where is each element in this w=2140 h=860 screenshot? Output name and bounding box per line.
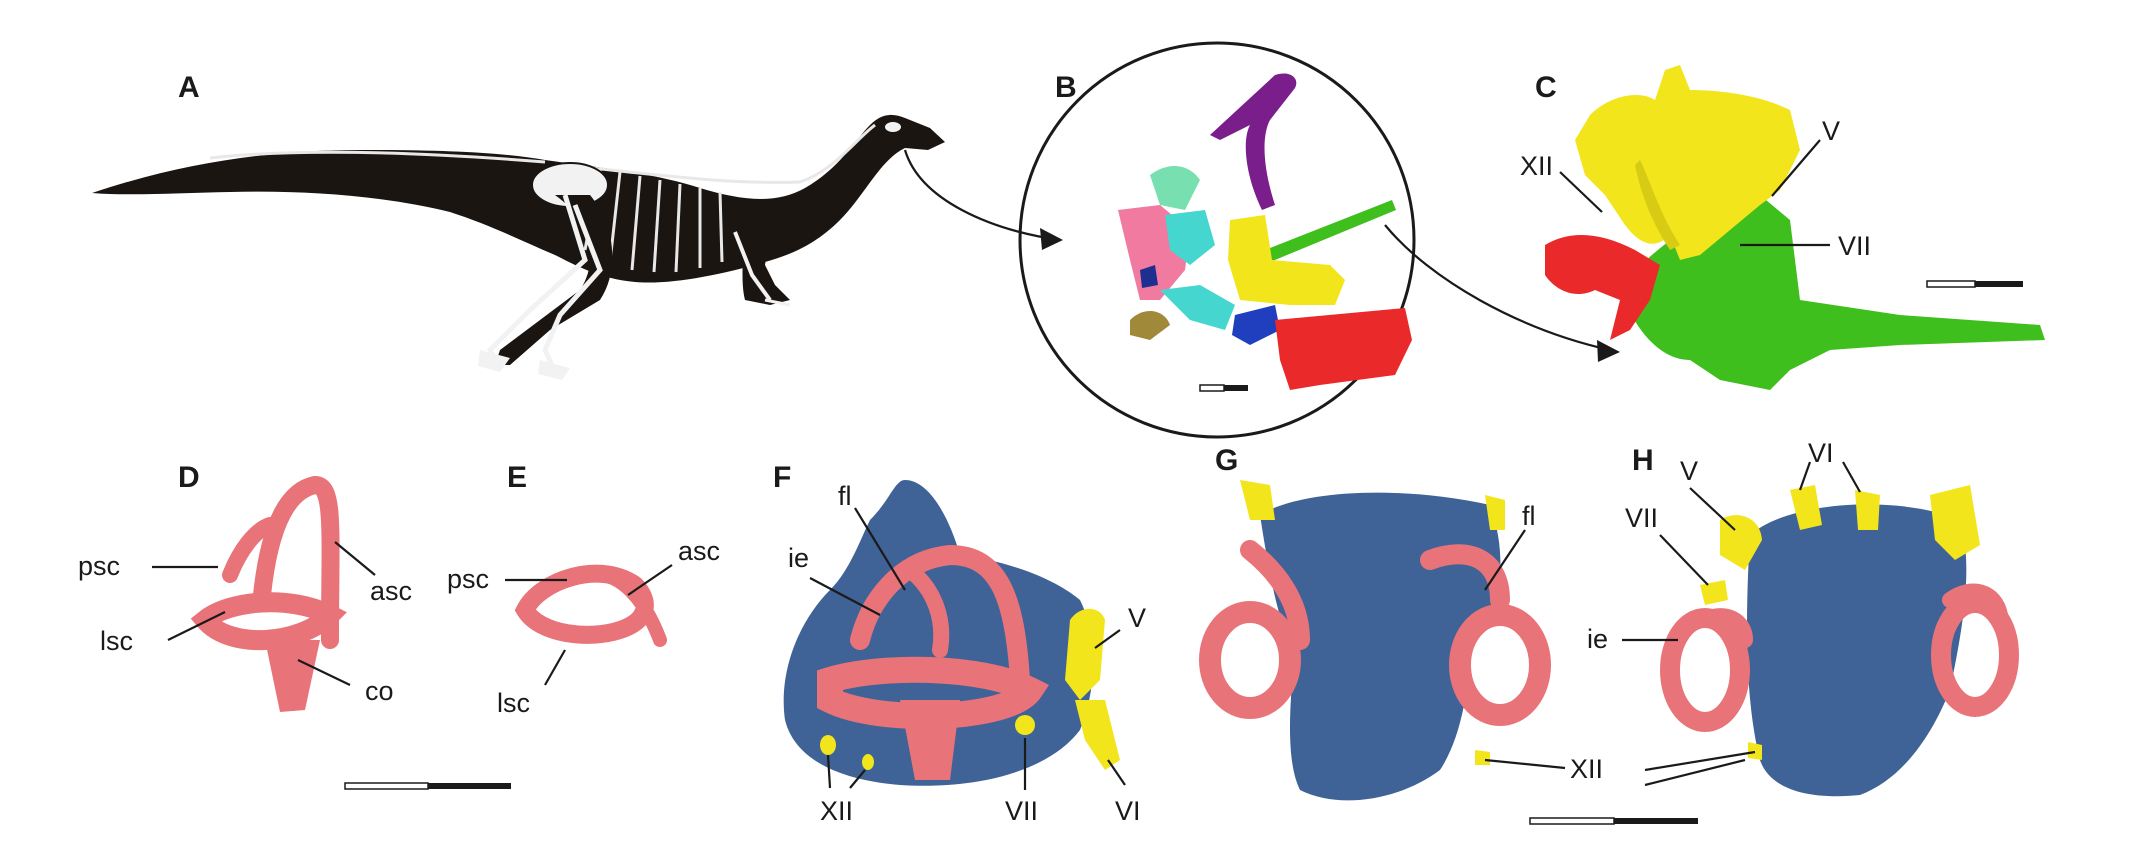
panel-letter-a: A (178, 71, 200, 104)
leader-f-xii-b (849, 769, 866, 789)
leader-e-asc (627, 564, 673, 596)
nerve-h-vi-a (1790, 485, 1822, 530)
braincase-g (1260, 492, 1501, 801)
leader-h-vi-b (1842, 461, 1861, 493)
leader-f-xii-a (826, 754, 832, 789)
leader-c-xii (1559, 171, 1603, 213)
nerve-h-v (1720, 515, 1762, 570)
label-h-vi: VI (1808, 438, 1834, 468)
arrow-b-icon (1597, 340, 1620, 362)
nerve-f-v (1065, 608, 1105, 700)
arrow-b-to-c (1384, 224, 1611, 352)
label-d-asc: asc (370, 576, 412, 606)
label-d-psc: psc (78, 551, 120, 581)
skull-circle (1018, 41, 1416, 439)
labyrinth-h-right (1931, 583, 2019, 717)
arrow-head-to-b (903, 149, 1061, 242)
leader-f-fl (854, 507, 906, 591)
label-f-ie: ie (788, 543, 809, 573)
panel-e: E psc asc lsc (447, 461, 720, 718)
scale-bar-de (344, 782, 511, 790)
label-gh-xii: XII (1570, 754, 1603, 784)
panel-letter-c: C (1535, 71, 1557, 104)
scale-bar-b (1199, 384, 1248, 392)
leader-gh-xii-b (1644, 758, 1746, 787)
nerve-f-vi (1075, 700, 1120, 770)
labyrinth-g-left (1199, 540, 1310, 719)
skull-elements (1118, 73, 1412, 390)
label-d-co: co (365, 676, 394, 706)
nerve-h-vi-b (1855, 490, 1880, 530)
panel-d: D psc asc lsc co (78, 461, 511, 790)
leader-gh-xii-c (1484, 758, 1566, 770)
label-g-fl: fl (1522, 501, 1536, 531)
label-d-lsc: lsc (100, 626, 133, 656)
label-h-v: V (1680, 456, 1698, 486)
green-bone (1620, 195, 2045, 390)
label-h-vii: VII (1625, 503, 1658, 533)
leader-h-vii (1659, 534, 1709, 586)
arrow-head-icon (1040, 228, 1063, 250)
scale-bar-g (1529, 817, 1698, 825)
leader-h-vi-a (1798, 461, 1812, 491)
leader-e-lsc (544, 649, 566, 686)
panel-c: C XII V VII (1520, 65, 2045, 390)
panel-letter-h: H (1632, 444, 1654, 477)
leader-d-asc (334, 541, 376, 576)
leader-f-ie (809, 577, 881, 616)
panel-letter-f: F (773, 461, 791, 494)
yellow-bone (1575, 65, 1800, 260)
panel-letter-d: D (178, 461, 200, 494)
leader-f-vi (1107, 759, 1126, 786)
panel-letter-b: B (1055, 71, 1077, 104)
nerve-f-vii (1015, 715, 1035, 735)
leader-gh-xii-a (1644, 750, 1756, 772)
label-f-v: V (1128, 603, 1146, 633)
nerve-h-vii (1700, 580, 1728, 605)
label-e-psc: psc (447, 564, 489, 594)
labyrinth-g-right (1420, 544, 1551, 726)
dinosaur-silhouette (92, 114, 1063, 380)
red-bone (1545, 234, 1660, 340)
scale-bar-c (1926, 280, 2023, 288)
leader-d-lsc (167, 611, 226, 641)
panel-f: F fl ie V XII VII VI (773, 461, 1146, 826)
label-f-xii: XII (820, 796, 853, 826)
leader-g-fl (1484, 529, 1526, 591)
label-c-vii: VII (1838, 231, 1871, 261)
nerve-f-xii-a (820, 735, 836, 755)
leader-c-v (1771, 139, 1821, 197)
panel-a: A (92, 71, 1063, 380)
nerve-f-xii-b (862, 754, 874, 770)
braincase-h (1747, 504, 1967, 797)
label-e-asc: asc (678, 536, 720, 566)
nerve-h-right (1930, 485, 1980, 560)
leader-f-v (1094, 629, 1121, 649)
panel-b: B (1018, 41, 1620, 439)
panel-letter-e: E (507, 461, 527, 494)
label-e-lsc: lsc (497, 688, 530, 718)
label-c-v: V (1822, 116, 1840, 146)
leader-d-co (297, 659, 351, 686)
panel-g: G fl (1199, 444, 1698, 825)
leader-h-v (1689, 487, 1736, 531)
labyrinth-f (817, 544, 1050, 729)
label-f-fl: fl (838, 481, 852, 511)
labyrinth-e (514, 564, 667, 647)
panel-letter-g: G (1215, 444, 1238, 477)
panel-h: H V VI VII ie XII (1484, 438, 2019, 797)
label-f-vii: VII (1005, 796, 1038, 826)
label-f-vi: VI (1115, 796, 1141, 826)
label-c-xii: XII (1520, 151, 1553, 181)
labyrinth-h-left (1660, 608, 1753, 732)
label-h-ie: ie (1587, 624, 1608, 654)
